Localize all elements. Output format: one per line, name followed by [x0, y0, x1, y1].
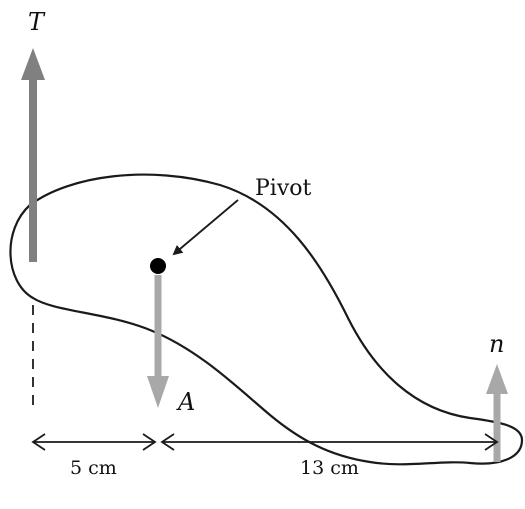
dimension-right-label: 13 cm: [300, 457, 359, 479]
dimension-left-label: 5 cm: [70, 457, 117, 479]
normal-force-arrow: [486, 364, 508, 462]
dimension-arrow-left: [31, 433, 157, 451]
applied-force-label: A: [176, 388, 195, 416]
pivot-pointer-arrow: [172, 199, 239, 256]
pivot-dot: [150, 258, 166, 274]
tension-label: T: [28, 8, 46, 36]
tension-arrow: [21, 48, 45, 262]
normal-force-label: n: [489, 330, 504, 358]
dimension-arrow-right: [160, 433, 499, 451]
applied-force-arrow: [147, 275, 169, 408]
pivot-label: Pivot: [255, 176, 312, 201]
foot-outline: [9, 173, 524, 466]
